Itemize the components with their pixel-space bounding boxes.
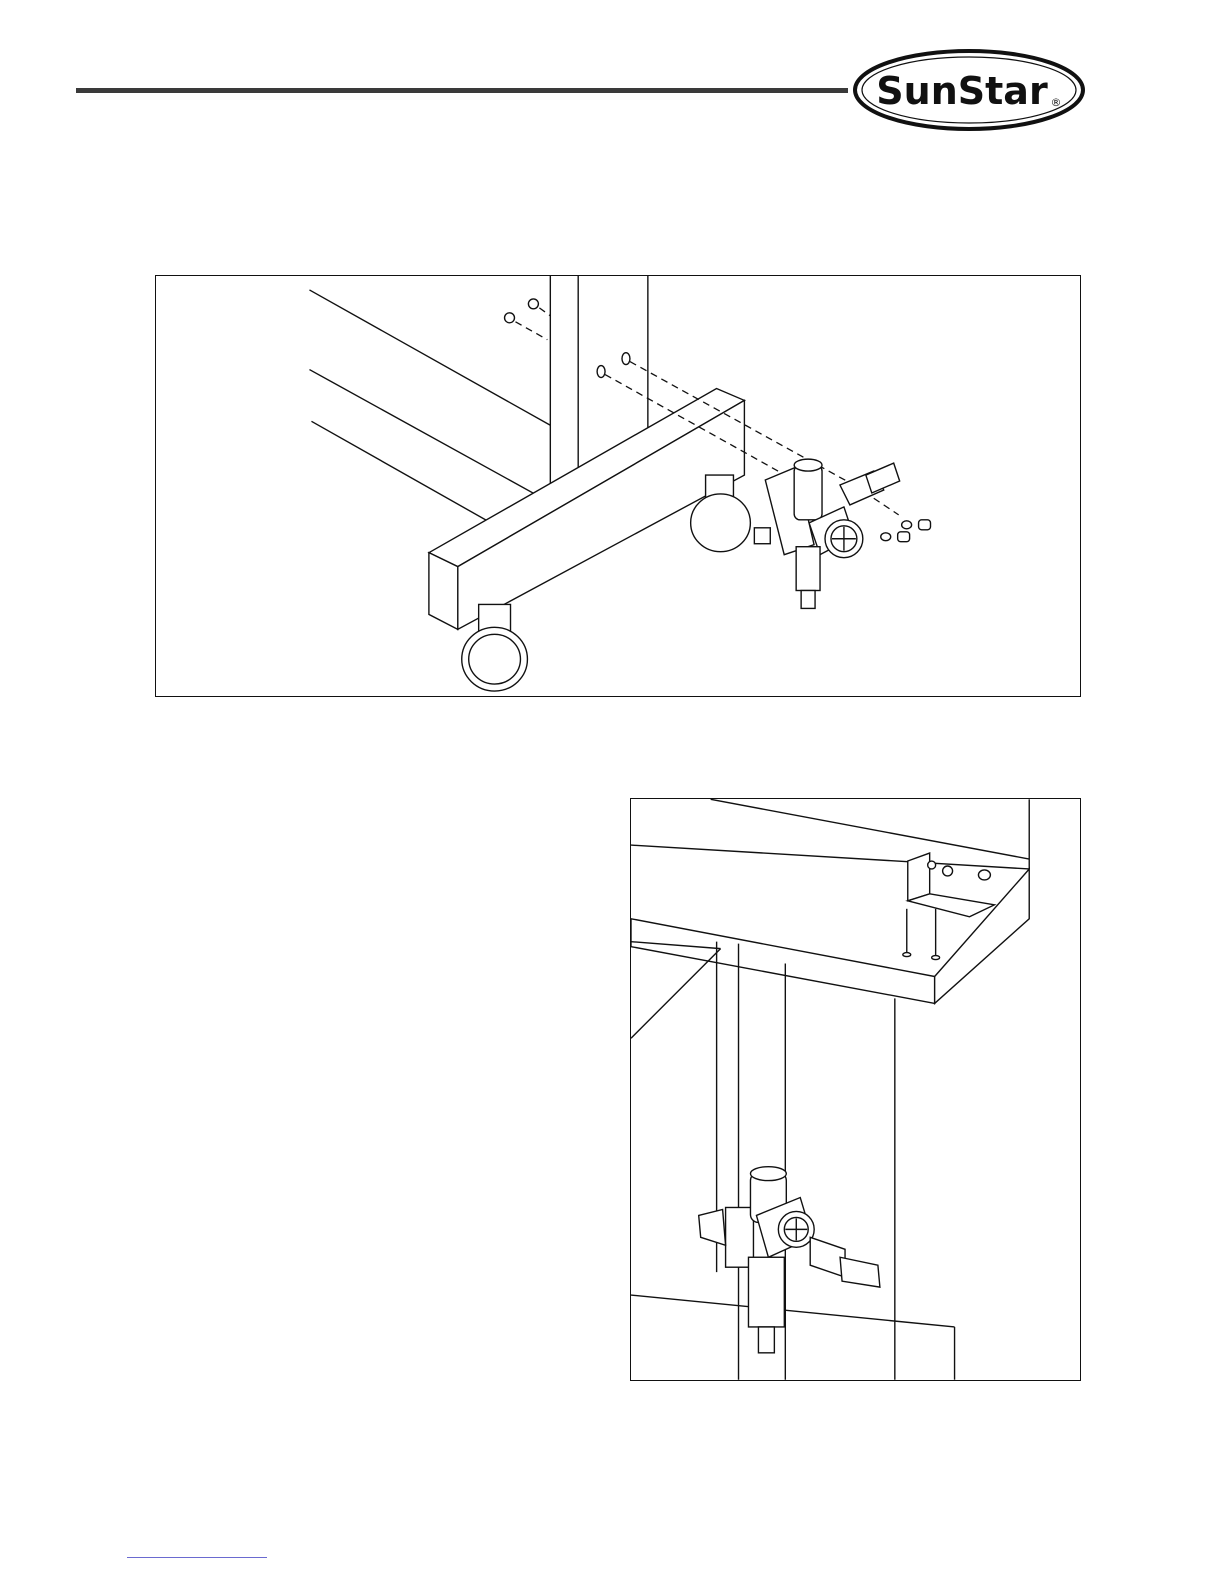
hex-nut-icon <box>505 299 539 323</box>
wood-screw-icon <box>903 909 940 960</box>
screw-icon <box>881 520 931 542</box>
mounting-bracket <box>908 853 995 917</box>
figure-mounted-regulator-view <box>630 798 1081 1381</box>
sunstar-logo: SunStar ® <box>852 48 1086 132</box>
air-regulator-mounted <box>699 1167 880 1353</box>
air-regulator-unit <box>754 459 899 608</box>
table-underside-illustration <box>631 799 1080 1380</box>
figure-frame-exploded-view <box>155 275 1081 697</box>
logo-wordmark: SunStar <box>876 69 1048 113</box>
footer-rule <box>127 1557 267 1558</box>
frame-leg-illustration <box>156 276 1080 696</box>
registered-mark: ® <box>1051 96 1062 109</box>
sunstar-logo-graphic: SunStar ® <box>852 48 1086 132</box>
header-rule <box>76 88 848 93</box>
